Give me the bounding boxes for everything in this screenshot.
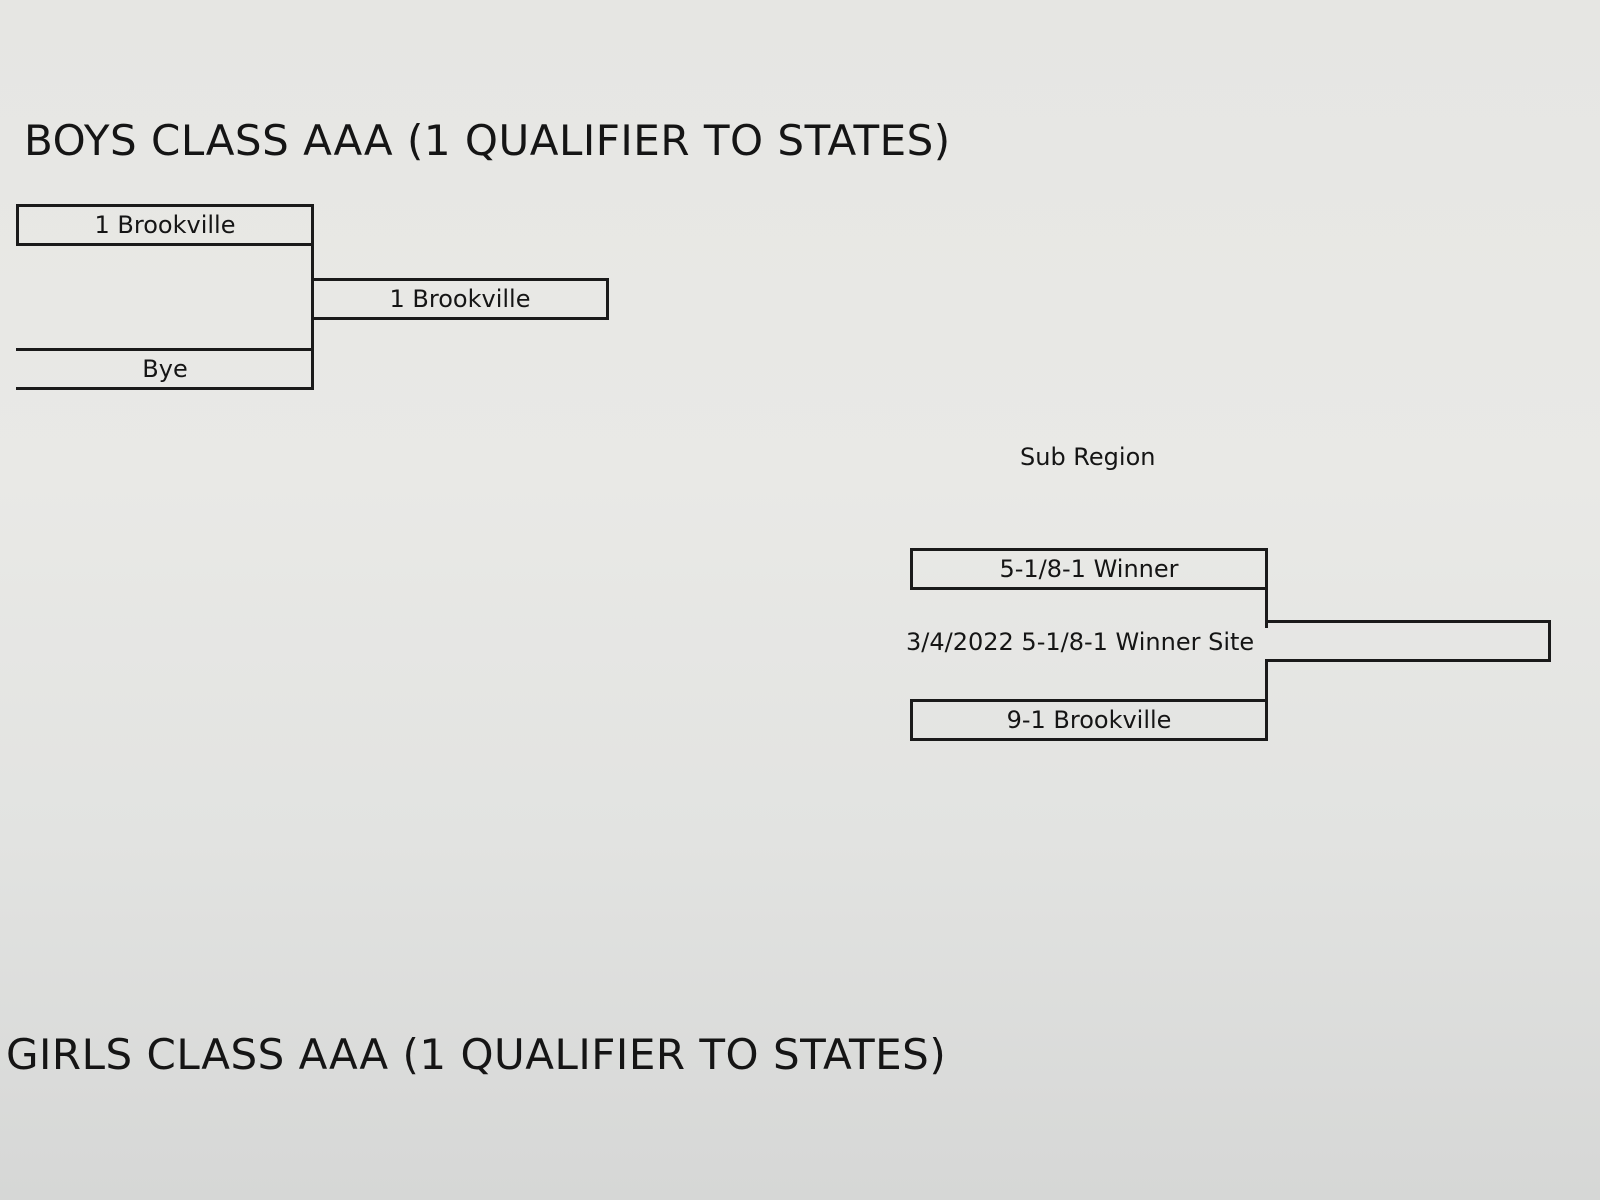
bracket-slot-sub-region-bottom: 9-1 Brookville: [910, 699, 1268, 741]
bracket-slot-boys-winner: 1 Brookville: [311, 278, 609, 320]
bracket-final-bottom-line: [1265, 659, 1551, 662]
bracket-game-site-text: 3/4/2022 5-1/8-1 Winner Site: [906, 628, 1255, 656]
bracket-final-top-line: [1265, 620, 1551, 623]
bracket-final-right-line: [1548, 620, 1551, 662]
bracket-connector-sub-region-upper: [1265, 548, 1268, 628]
girls-section-title: GIRLS CLASS AAA (1 QUALIFIER TO STATES): [6, 1030, 947, 1079]
bracket-slot-boys-bottom-seed: Bye: [16, 348, 314, 390]
sub-region-label: Sub Region: [1020, 443, 1156, 471]
boys-section-title: BOYS CLASS AAA (1 QUALIFIER TO STATES): [24, 116, 951, 165]
bracket-slot-boys-top-seed: 1 Brookville: [16, 204, 314, 246]
bracket-slot-sub-region-top: 5-1/8-1 Winner: [910, 548, 1268, 590]
